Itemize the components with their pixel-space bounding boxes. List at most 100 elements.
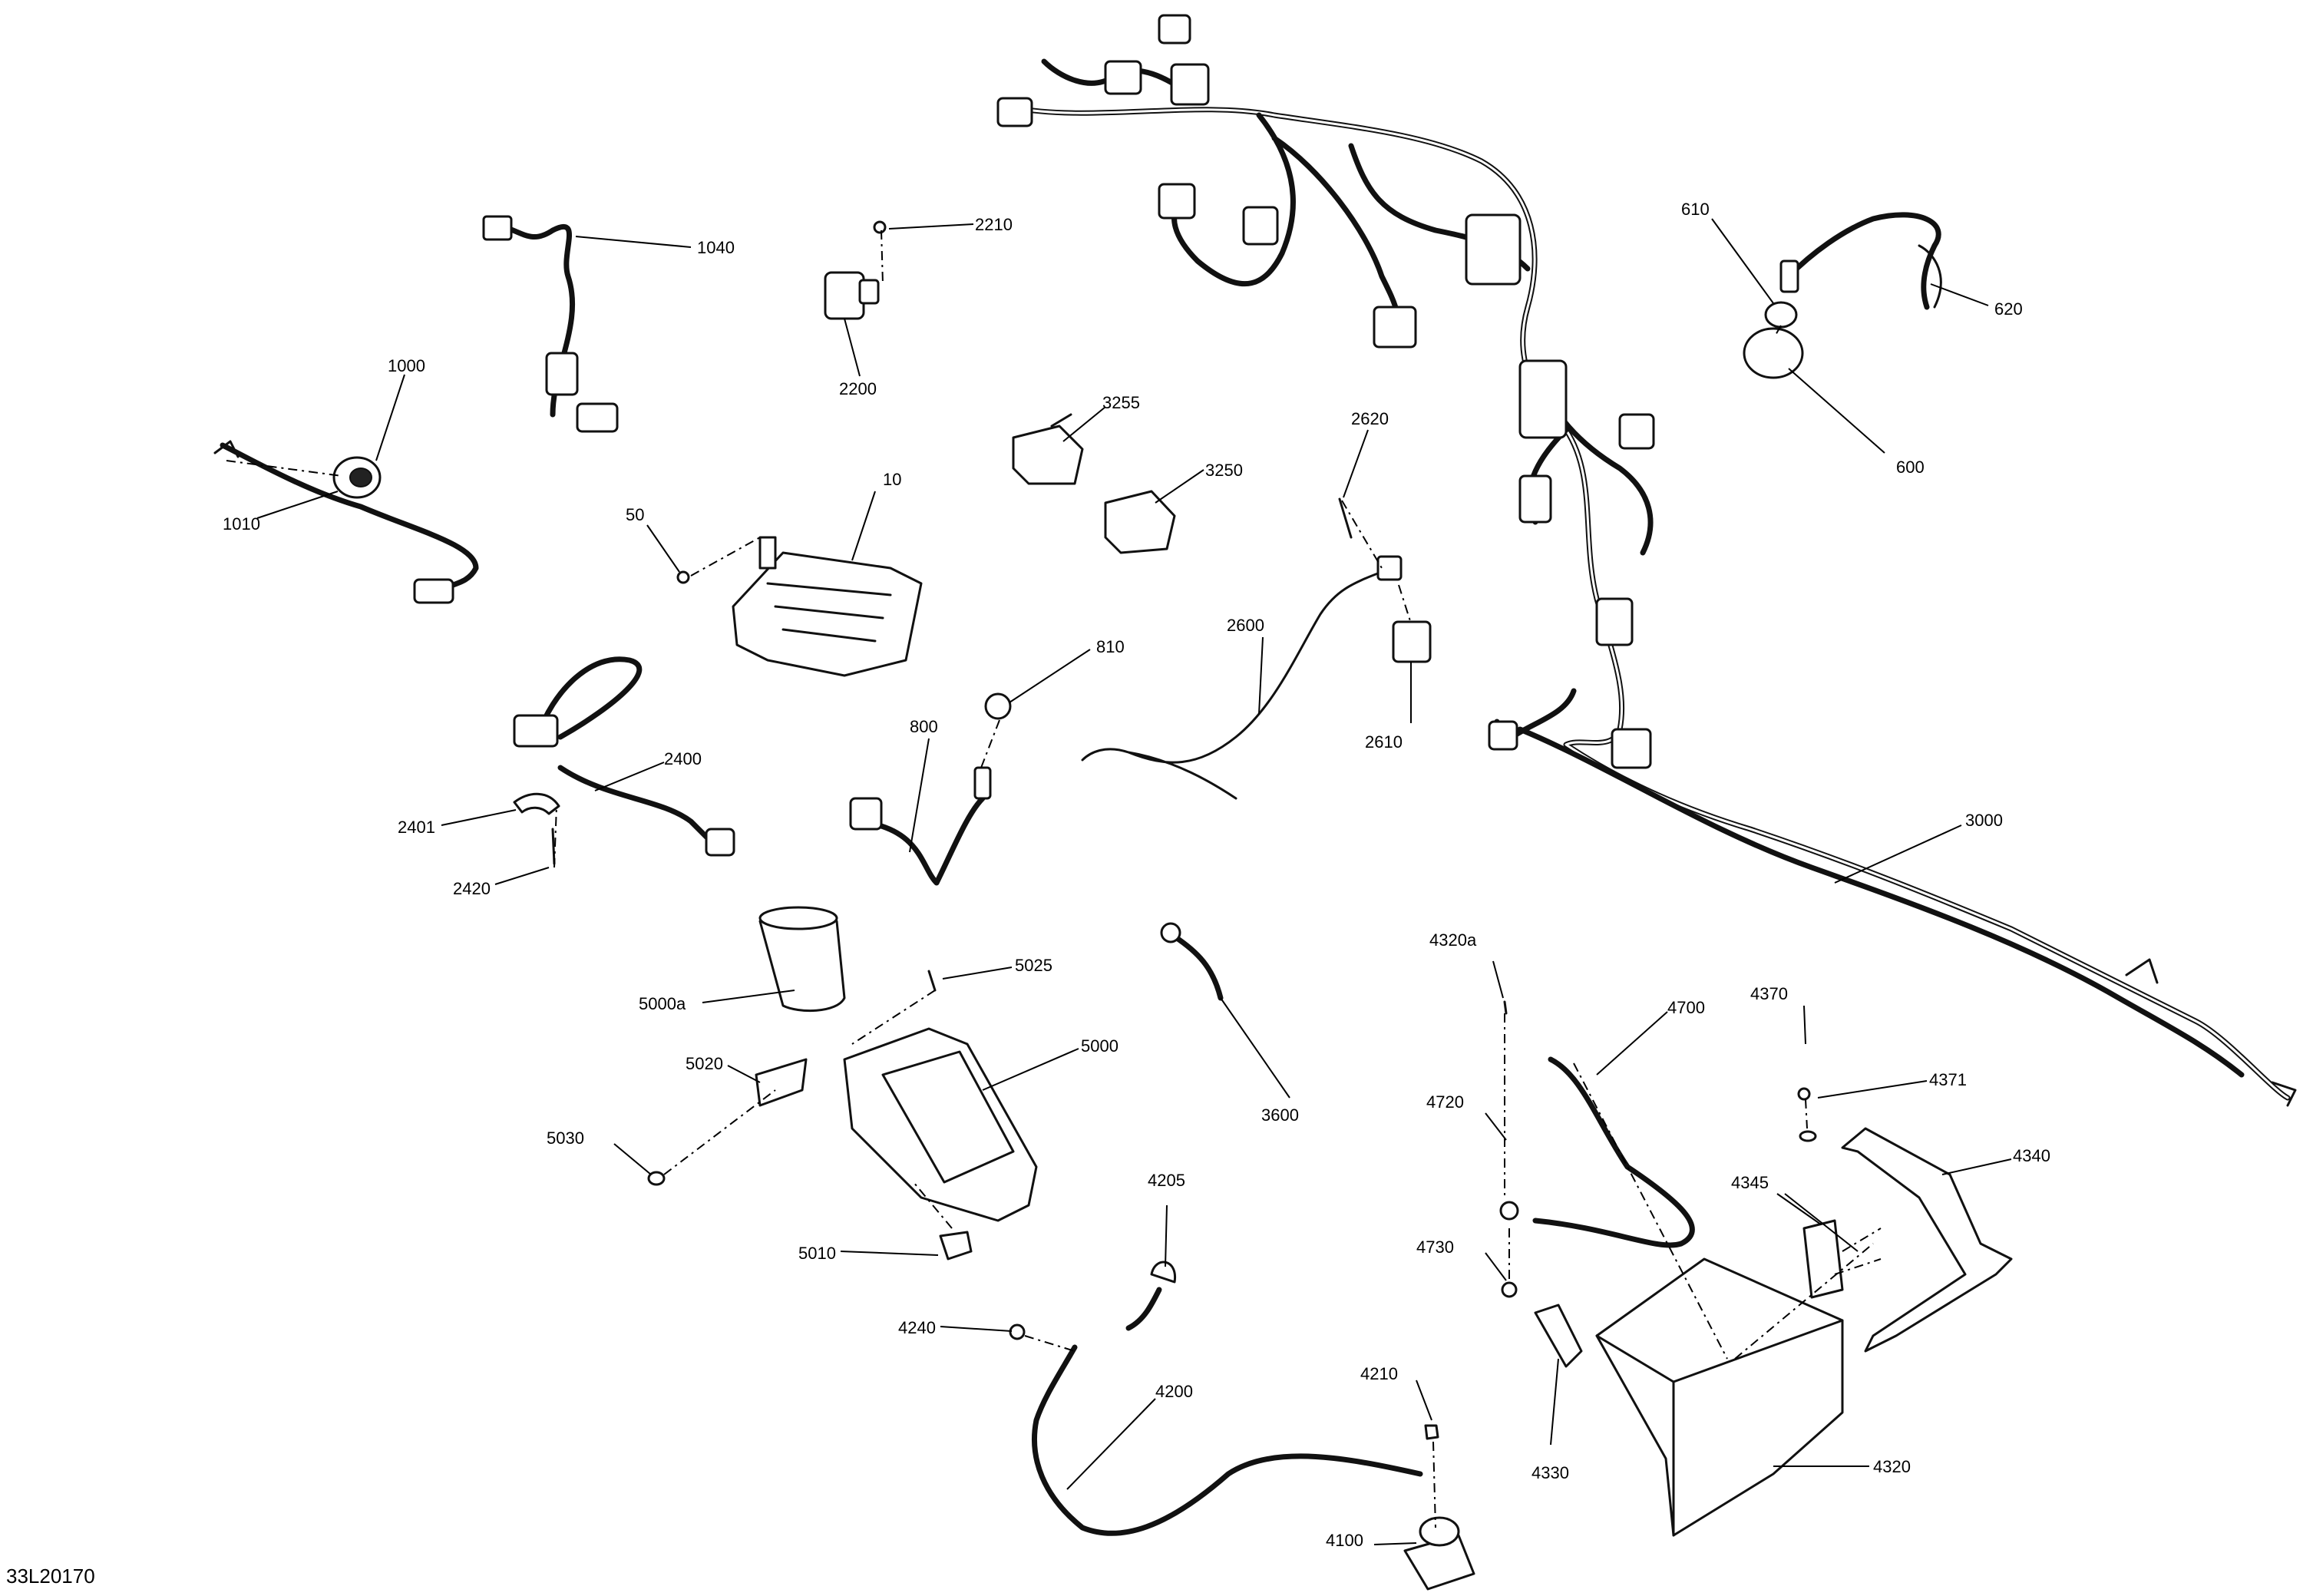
callout-810: 810 [1009, 637, 1125, 703]
svg-text:5025: 5025 [1015, 956, 1052, 975]
svg-text:4205: 4205 [1148, 1171, 1185, 1190]
svg-text:2200: 2200 [839, 379, 877, 398]
callout-800: 800 [909, 717, 938, 853]
svg-text:4320: 4320 [1873, 1457, 1911, 1476]
svg-text:5010: 5010 [798, 1244, 836, 1263]
callout-2401: 2401 [398, 809, 517, 837]
part-800-sensor [849, 692, 1012, 886]
svg-text:5030: 5030 [547, 1128, 584, 1148]
svg-text:4700: 4700 [1667, 998, 1705, 1017]
svg-text:4720: 4720 [1426, 1092, 1464, 1112]
svg-text:50: 50 [626, 505, 644, 524]
svg-text:2620: 2620 [1351, 409, 1389, 428]
svg-text:4345: 4345 [1731, 1173, 1769, 1192]
callout-5000: 5000 [982, 1036, 1118, 1091]
callout-2610: 2610 [1365, 662, 1412, 752]
svg-text:5000a: 5000a [639, 994, 686, 1013]
part-3600-cable [1160, 922, 1224, 1001]
svg-text:3000: 3000 [1965, 811, 2003, 830]
svg-text:1000: 1000 [388, 356, 425, 375]
callout-5000a: 5000a [639, 990, 795, 1013]
part-4200-cable [1009, 1261, 1439, 1536]
callout-4730: 4720 [1426, 1092, 1507, 1141]
callout-3000: 3000 [1834, 811, 2003, 884]
callout-4700: 4700 [1596, 998, 1705, 1076]
assembly-dash-lines [226, 230, 1882, 1528]
svg-text:1010: 1010 [223, 514, 260, 534]
svg-text:2600: 2600 [1227, 616, 1264, 635]
svg-text:3250: 3250 [1205, 461, 1243, 480]
svg-text:5000: 5000 [1081, 1036, 1118, 1056]
part-3255-switch [1012, 413, 1084, 485]
callout-4720: 4730 [1416, 1237, 1507, 1281]
svg-text:4240: 4240 [898, 1318, 936, 1337]
callout-3255: 3255 [1062, 393, 1140, 442]
callout-4345: 4345 [1731, 1173, 1859, 1252]
callout-5030: 5030 [547, 1128, 652, 1175]
callout-4205: 4205 [1148, 1171, 1185, 1267]
callout-3250: 3250 [1155, 461, 1243, 504]
part-4100-solenoid [1403, 1516, 1475, 1591]
part-4700-cable [1499, 1000, 1695, 1298]
callout-610: 610 [1681, 200, 1774, 304]
svg-text:1040: 1040 [697, 238, 735, 257]
part-5000a-filter [758, 906, 846, 1013]
part-2600-wire [1081, 497, 1432, 800]
svg-text:2610: 2610 [1365, 732, 1403, 752]
callout-5010: 5010 [798, 1244, 939, 1263]
callout-10: 10 [851, 470, 901, 561]
callout-1010: 1010 [223, 491, 339, 534]
callout-4320: 4320 [1773, 1457, 1911, 1476]
callout-4320a: 4320a [1429, 930, 1504, 999]
svg-text:10: 10 [883, 470, 901, 489]
callout-1040: 1040 [575, 236, 735, 257]
part-3250-switch [1104, 490, 1176, 554]
callout-4200: 4200 [1066, 1382, 1193, 1490]
svg-text:2400: 2400 [664, 749, 702, 768]
callout-620: 620 [1930, 283, 2023, 319]
callout-4340: 4340 [1941, 1146, 2050, 1175]
part-4340-bracket [1797, 1087, 2013, 1353]
callout-5020: 5020 [686, 1054, 761, 1083]
svg-text:4730: 4730 [1416, 1237, 1454, 1257]
callout-2420: 2420 [453, 867, 550, 898]
callout-4100: 4100 [1326, 1531, 1417, 1550]
part-2400-harness [513, 656, 735, 865]
svg-text:600: 600 [1896, 458, 1925, 477]
part-4320-battery [1534, 1257, 1844, 1537]
part-600-switch [1743, 212, 1942, 379]
callout-1000: 1000 [375, 356, 425, 461]
svg-text:620: 620 [1994, 299, 2023, 319]
callout-4371: 4371 [1817, 1070, 1967, 1099]
callout-3600: 3600 [1220, 997, 1299, 1125]
callout-50: 50 [626, 505, 680, 573]
callout-2200: 2200 [839, 318, 877, 398]
svg-text:4320a: 4320a [1429, 930, 1477, 950]
svg-text:4371: 4371 [1929, 1070, 1967, 1089]
callout-4370: 4370 [1750, 984, 1806, 1045]
callout-600: 600 [1788, 368, 1925, 477]
part-1000-socket [213, 440, 479, 604]
part-1040-harness [482, 215, 619, 433]
svg-text:3255: 3255 [1102, 393, 1140, 412]
svg-text:3600: 3600 [1261, 1105, 1299, 1125]
callout-4330: 4330 [1531, 1358, 1569, 1482]
part-5000-module [647, 970, 1038, 1261]
svg-text:810: 810 [1096, 637, 1125, 656]
svg-text:2210: 2210 [975, 215, 1013, 234]
callout-2400: 2400 [594, 749, 702, 791]
callout-labels: 10 50 600 610 620 800 810 1000 1010 1040… [223, 200, 2050, 1550]
part-2200-sensor [824, 220, 887, 320]
diagram-id-label: 33L20170 [6, 1565, 95, 1588]
svg-text:2401: 2401 [398, 818, 435, 837]
callout-2620: 2620 [1343, 409, 1389, 498]
svg-text:4330: 4330 [1531, 1463, 1569, 1482]
svg-text:4100: 4100 [1326, 1531, 1363, 1550]
svg-text:5020: 5020 [686, 1054, 723, 1073]
svg-text:800: 800 [910, 717, 938, 736]
svg-text:4200: 4200 [1155, 1382, 1193, 1401]
svg-text:610: 610 [1681, 200, 1710, 219]
svg-text:4370: 4370 [1750, 984, 1788, 1003]
svg-text:2420: 2420 [453, 879, 491, 898]
